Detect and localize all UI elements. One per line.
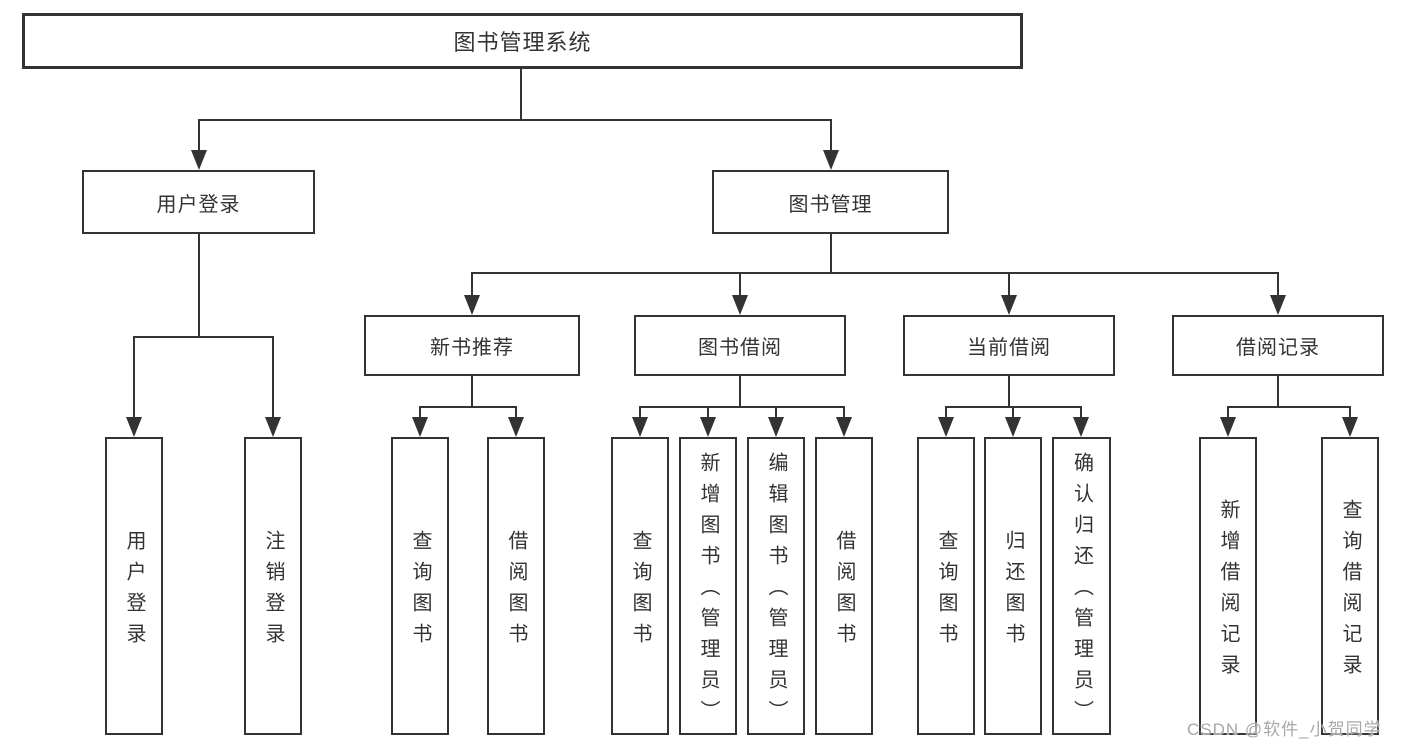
arrowhead-icon	[938, 417, 954, 437]
connector-arm	[775, 406, 777, 419]
node-label: 图书管理系统	[453, 30, 592, 55]
arrowhead-icon	[1220, 417, 1236, 437]
leaf-label: 新增借阅记录	[1217, 498, 1239, 685]
connector-book-management-stem	[830, 232, 832, 272]
arrowhead-icon	[732, 295, 748, 315]
leaf-label: 查询图书	[409, 529, 431, 654]
node-current-borrow: 当前借阅	[903, 315, 1115, 376]
leaf-label: 查询图书	[629, 529, 651, 654]
node-label: 新书推荐	[430, 337, 514, 359]
arrowhead-icon	[700, 417, 716, 437]
arrowhead-icon	[1270, 295, 1286, 315]
connector-arm	[1012, 406, 1014, 419]
leaf-query-books-current: 查询图书	[917, 437, 975, 735]
arrowhead-icon	[265, 417, 281, 437]
arrowhead-icon	[412, 417, 428, 437]
arrowhead-icon	[768, 417, 784, 437]
connector-drop-book-borrow	[739, 272, 741, 297]
connector-root-stem	[520, 67, 522, 120]
connector-drop-book-management	[830, 119, 832, 152]
leaf-user-login: 用户登录	[105, 437, 163, 735]
node-library-management-system: 图书管理系统	[22, 13, 1023, 69]
connector-new-books-horizontal	[419, 406, 517, 408]
leaf-edit-books-admin: 编辑图书（管理员）	[747, 437, 805, 735]
node-book-borrow: 图书借阅	[634, 315, 846, 376]
arrowhead-icon	[1005, 417, 1021, 437]
node-new-books: 新书推荐	[364, 315, 580, 376]
arrowhead-icon	[836, 417, 852, 437]
leaf-borrow-books-newbooks: 借阅图书	[487, 437, 545, 735]
leaf-label: 确认归还（管理员）	[1070, 452, 1093, 731]
connector-arm	[1080, 406, 1082, 419]
connector-drop-new-books	[471, 272, 473, 297]
connector-level1-horizontal	[198, 119, 832, 121]
node-book-management: 图书管理	[712, 170, 949, 234]
connector-arm	[1349, 406, 1351, 419]
connector-user-login-horizontal	[134, 336, 274, 338]
connector-drop-borrow-records	[1277, 272, 1279, 297]
node-label: 图书借阅	[698, 337, 782, 359]
node-label: 当前借阅	[967, 337, 1051, 359]
arrowhead-icon	[1073, 417, 1089, 437]
leaf-label: 注销登录	[262, 529, 284, 654]
node-borrow-records: 借阅记录	[1172, 315, 1384, 376]
arrowhead-icon	[191, 150, 207, 170]
connector-drop-user-login	[198, 119, 200, 152]
leaf-label: 新增图书（管理员）	[697, 452, 719, 731]
connector-arm-user-login-leaf1	[133, 336, 135, 419]
connector-arm	[1227, 406, 1229, 419]
arrowhead-icon	[508, 417, 524, 437]
connector-arm	[419, 406, 421, 419]
connector-user-login-stem	[198, 232, 200, 336]
leaf-label: 查询图书	[935, 529, 957, 654]
node-label: 用户登录	[156, 193, 241, 216]
connector-drop-current-borrow	[1008, 272, 1010, 297]
arrowhead-icon	[1342, 417, 1358, 437]
leaf-label: 归还图书	[1002, 529, 1024, 654]
arrowhead-icon	[464, 295, 480, 315]
node-user-login: 用户登录	[82, 170, 315, 234]
leaf-label: 借阅图书	[833, 529, 855, 654]
leaf-label: 查询借阅记录	[1339, 498, 1361, 685]
node-label: 图书管理	[788, 193, 873, 216]
connector-book-borrow-horizontal	[639, 406, 845, 408]
arrowhead-icon	[632, 417, 648, 437]
leaf-label: 借阅图书	[505, 529, 527, 654]
leaf-logout: 注销登录	[244, 437, 302, 735]
leaf-return-books: 归还图书	[984, 437, 1042, 735]
leaf-query-books-newbooks: 查询图书	[391, 437, 449, 735]
arrowhead-icon	[126, 417, 142, 437]
leaf-add-books-admin: 新增图书（管理员）	[679, 437, 737, 735]
connector-level2-horizontal	[471, 272, 1279, 274]
leaf-label: 用户登录	[123, 529, 145, 654]
arrowhead-icon	[823, 150, 839, 170]
connector-arm-user-login-leaf2	[272, 336, 274, 419]
node-label: 借阅记录	[1236, 337, 1320, 359]
connector-borrow-records-stem	[1277, 374, 1279, 406]
connector-current-borrow-stem	[1008, 374, 1010, 406]
connector-arm	[945, 406, 947, 419]
leaf-label: 编辑图书（管理员）	[765, 452, 787, 731]
connector-arm	[843, 406, 845, 419]
watermark: CSDN @软件_小贺同学	[1187, 720, 1382, 739]
connector-book-borrow-stem	[739, 374, 741, 406]
connector-arm	[639, 406, 641, 419]
connector-arm	[707, 406, 709, 419]
connector-arm	[515, 406, 517, 419]
arrowhead-icon	[1001, 295, 1017, 315]
leaf-borrow-books: 借阅图书	[815, 437, 873, 735]
leaf-query-borrow-record: 查询借阅记录	[1321, 437, 1379, 735]
leaf-query-books-borrow: 查询图书	[611, 437, 669, 735]
leaf-confirm-return-admin: 确认归还（管理员）	[1052, 437, 1111, 735]
connector-new-books-stem	[471, 374, 473, 406]
connector-borrow-records-horizontal	[1227, 406, 1351, 408]
leaf-add-borrow-record: 新增借阅记录	[1199, 437, 1257, 735]
